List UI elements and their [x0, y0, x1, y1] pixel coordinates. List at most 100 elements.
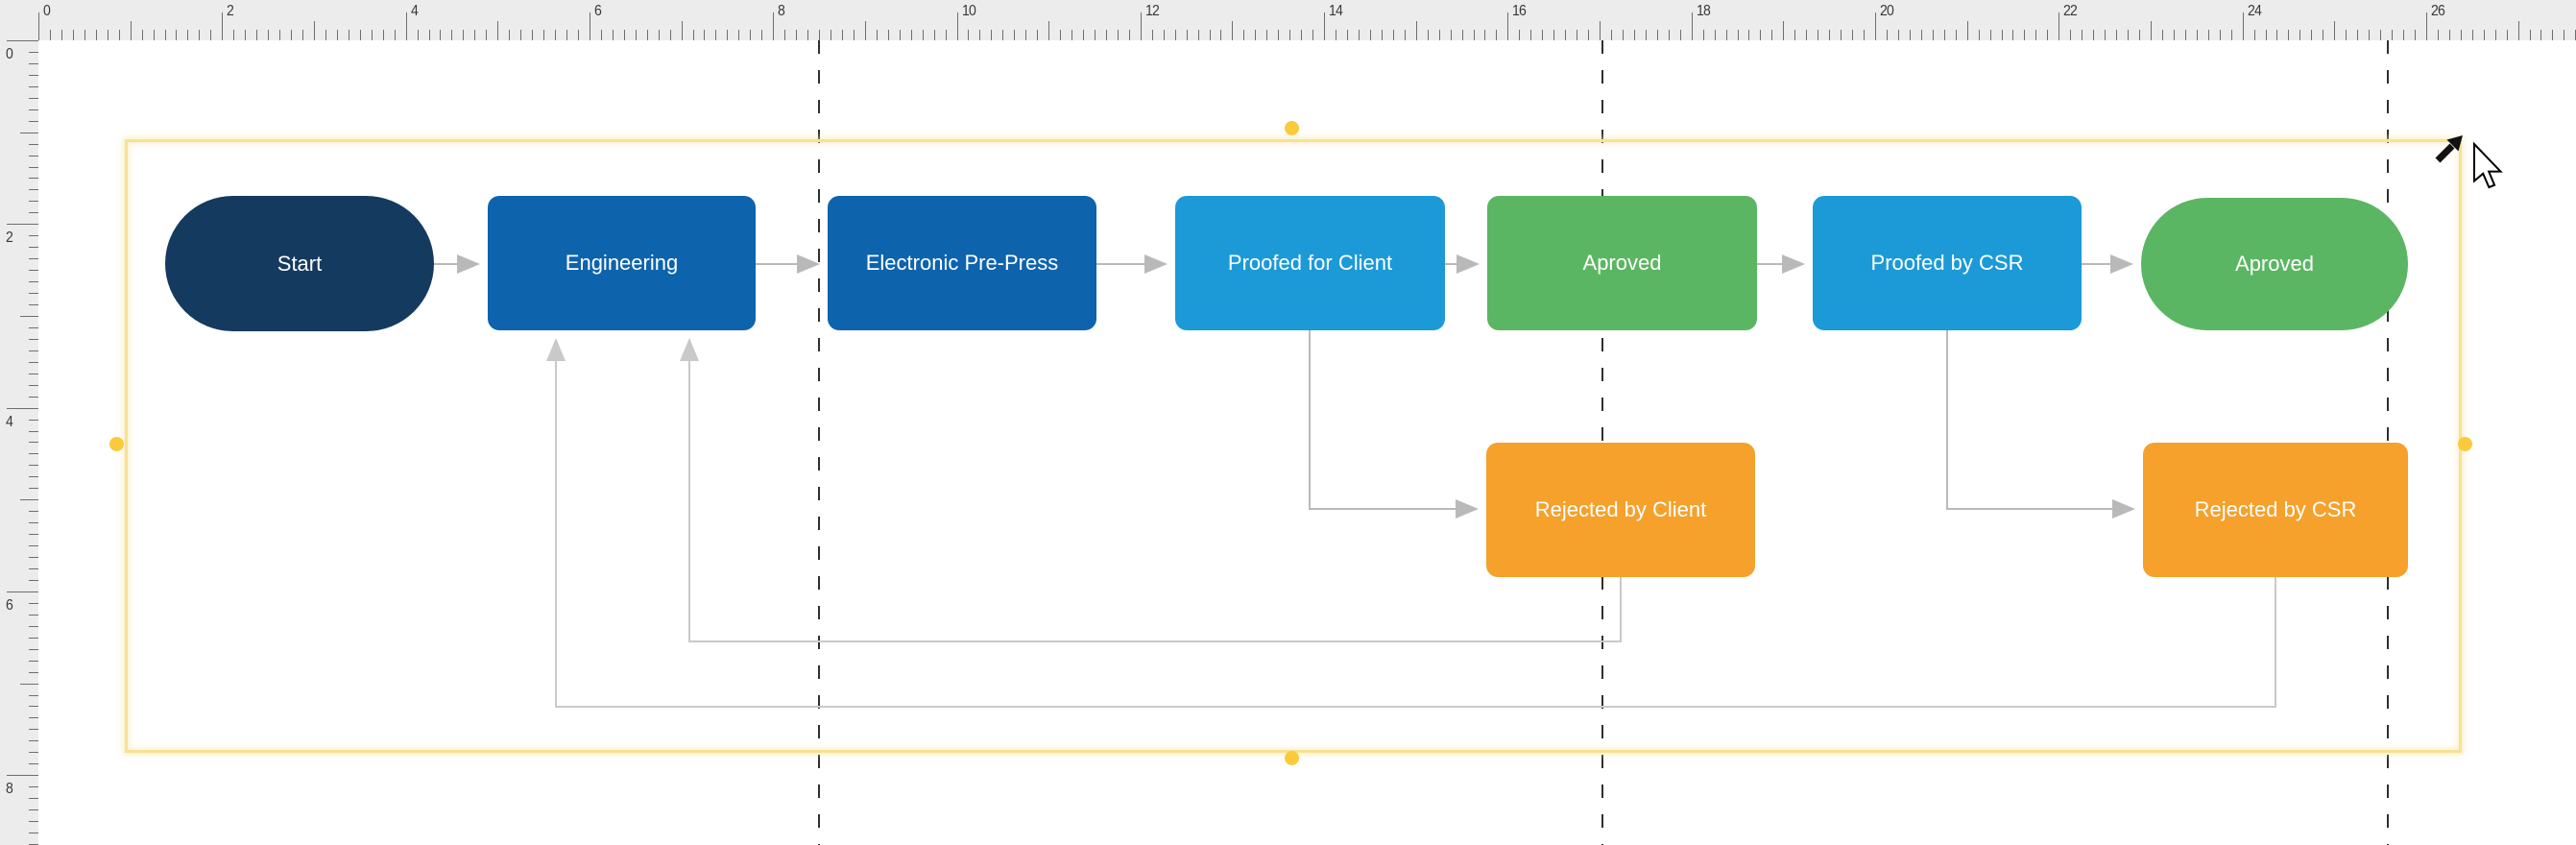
ruler-tick — [29, 579, 38, 581]
ruler-label: 22 — [2063, 3, 2078, 19]
ruler-tick — [1151, 30, 1153, 40]
ruler-tick — [1083, 30, 1085, 40]
node-rejected-by-client[interactable]: Rejected by Client — [1486, 443, 1755, 577]
ruler-tick — [1071, 30, 1073, 40]
node-proofed-for-client[interactable]: Proofed for Client — [1175, 196, 1445, 330]
ruler-tick — [543, 30, 545, 40]
connector-proofed-client-to-rejected[interactable] — [1309, 330, 1479, 519]
ruler-tick — [1415, 21, 1417, 40]
ruler-tick — [1048, 21, 1050, 40]
ruler-tick — [2346, 30, 2347, 40]
ruler-tick — [979, 30, 981, 40]
ruler-tick — [1943, 30, 1945, 40]
ruler-label: 2 — [227, 3, 234, 19]
ruler-tick — [29, 740, 38, 742]
connector-proofed-csr-to-rejected[interactable] — [1946, 330, 2135, 519]
left-middle-handle[interactable] — [108, 436, 124, 451]
ruler-tick — [2529, 30, 2531, 40]
ruler-tick — [301, 30, 303, 40]
node-proofed-by-csr[interactable]: Proofed by CSR — [1813, 196, 2082, 330]
ruler-tick — [2105, 30, 2107, 40]
ruler-tick — [1255, 30, 1257, 40]
ruler-tick — [29, 786, 38, 788]
node-engineering[interactable]: Engineering — [488, 196, 756, 330]
ruler-tick — [899, 30, 901, 40]
ruler-tick — [1369, 30, 1371, 40]
ruler-tick — [210, 30, 212, 40]
ruler-tick — [819, 30, 821, 40]
ruler-tick — [910, 30, 912, 40]
ruler-tick — [2058, 12, 2060, 40]
ruler-tick — [991, 30, 993, 40]
ruler-tick — [2288, 30, 2290, 40]
ruler-tick — [29, 178, 38, 180]
ruler-tick — [715, 30, 717, 40]
connector-rejected-client-to-engineering[interactable] — [680, 338, 1622, 642]
ruler-tick — [141, 30, 143, 40]
ruler-tick — [1909, 30, 1911, 40]
top-middle-handle[interactable] — [1284, 120, 1299, 135]
ruler-tick — [2425, 12, 2427, 40]
ruler-tick — [29, 166, 38, 168]
ruler-tick — [1186, 30, 1188, 40]
ruler-label: 0 — [6, 46, 13, 62]
page-break-line — [818, 40, 820, 845]
node-label: Aproved — [2235, 252, 2314, 276]
mouse-cursor-icon — [2473, 141, 2503, 189]
node-label: Start — [277, 251, 323, 276]
resize-arrow-icon — [2435, 135, 2463, 163]
ruler-tick — [1806, 30, 1808, 40]
ruler-tick — [841, 30, 843, 40]
ruler-label: 8 — [778, 3, 785, 19]
ruler-tick — [1645, 30, 1647, 40]
node-aproved-1[interactable]: Aproved — [1487, 196, 1757, 330]
ruler-tick — [1002, 30, 1004, 40]
ruler-tick — [29, 109, 38, 110]
ruler-tick — [29, 648, 38, 650]
ruler-tick — [1978, 30, 1980, 40]
ruler-label: 6 — [6, 596, 13, 614]
ruler-tick — [623, 30, 625, 40]
ruler-tick — [29, 660, 38, 662]
ruler-tick — [29, 430, 38, 432]
ruler-tick — [1679, 30, 1681, 40]
ruler-tick — [727, 30, 729, 40]
node-start[interactable]: Start — [165, 196, 434, 331]
ruler-tick — [1484, 30, 1486, 40]
ruler-tick — [1519, 30, 1521, 40]
connector-rejected-csr-to-engineering[interactable] — [546, 338, 2276, 708]
ruler-tick — [1794, 30, 1796, 40]
ruler-tick — [2150, 21, 2152, 40]
ruler-tick — [2230, 30, 2232, 40]
ruler-tick — [956, 12, 958, 40]
ruler-tick — [7, 407, 38, 409]
ruler-tick — [29, 201, 38, 203]
bottom-middle-handle[interactable] — [1284, 750, 1299, 765]
ruler-tick — [29, 511, 38, 513]
ruler-tick — [509, 30, 511, 40]
ruler-tick — [1105, 30, 1107, 40]
ruler-tick — [164, 30, 166, 40]
node-aproved-2[interactable]: Aproved — [2141, 198, 2408, 330]
ruler-tick — [612, 30, 614, 40]
ruler-tick — [95, 30, 97, 40]
ruler-tick — [1829, 30, 1831, 40]
ruler-tick — [2116, 30, 2118, 40]
ruler-tick — [1841, 30, 1842, 40]
ruler-tick — [29, 476, 38, 478]
node-electronic-pre-press[interactable]: Electronic Pre-Press — [828, 196, 1096, 330]
ruler-tick — [2334, 21, 2336, 40]
ruler-tick — [29, 671, 38, 673]
right-middle-handle[interactable] — [2457, 436, 2472, 451]
ruler-tick — [2276, 30, 2278, 40]
ruler-tick — [29, 303, 38, 305]
node-rejected-by-csr[interactable]: Rejected by CSR — [2143, 443, 2408, 577]
ruler-tick — [1783, 21, 1785, 40]
ruler-tick — [29, 85, 38, 87]
ruler-tick — [1392, 30, 1394, 40]
ruler-tick — [29, 557, 38, 559]
ruler-tick — [750, 30, 752, 40]
ruler-label: 4 — [6, 413, 13, 430]
ruler-tick — [29, 706, 38, 708]
ruler-label: 12 — [1144, 3, 1160, 19]
